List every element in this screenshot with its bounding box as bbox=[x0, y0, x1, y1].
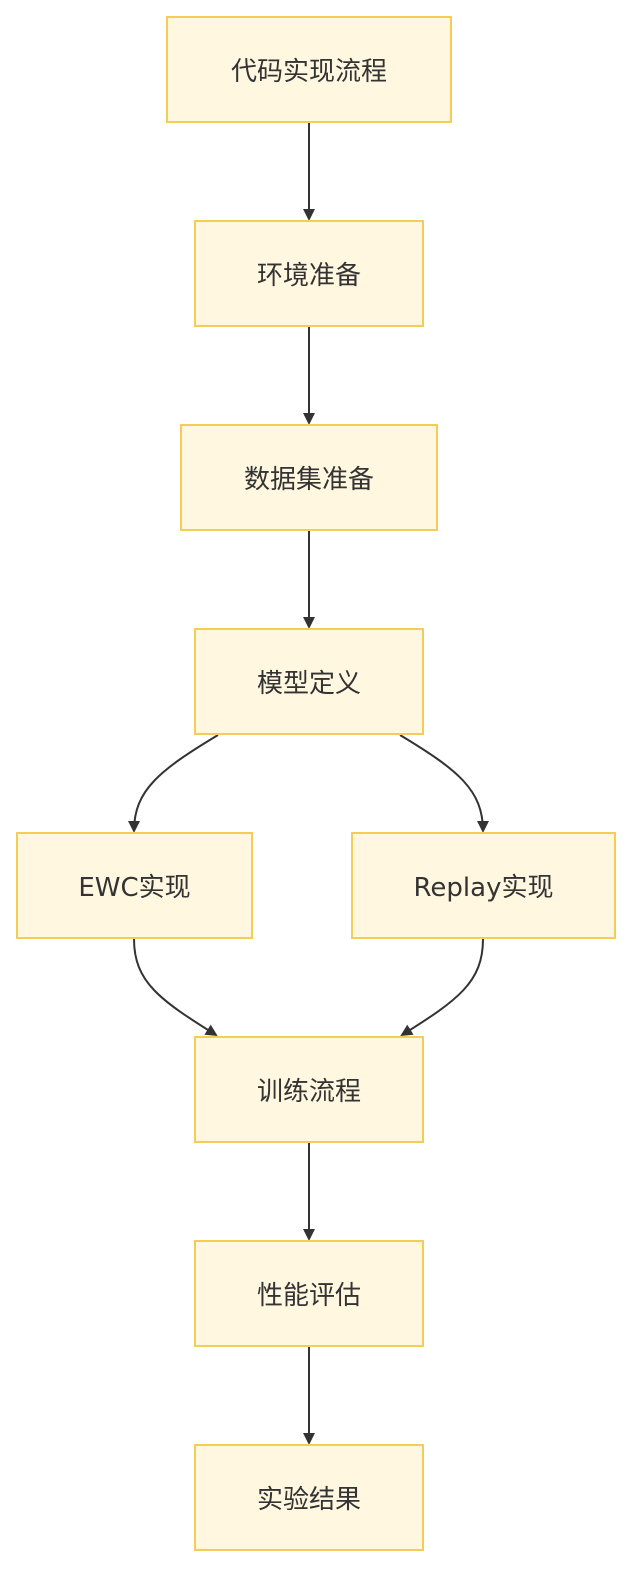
node-environment-setup: 环境准备 bbox=[194, 220, 424, 327]
node-label: 实验结果 bbox=[256, 1485, 361, 1515]
edge-model-ewc bbox=[128, 734, 219, 833]
node-label: EWC实现 bbox=[78, 873, 191, 903]
node-replay-implementation: Replay实现 bbox=[351, 832, 616, 939]
node-ewc-implementation: EWC实现 bbox=[16, 832, 253, 939]
node-label: 训练流程 bbox=[256, 1077, 361, 1107]
node-model-definition: 模型定义 bbox=[194, 628, 424, 735]
node-code-implementation-flow: 代码实现流程 bbox=[166, 16, 452, 123]
node-dataset-preparation: 数据集准备 bbox=[180, 424, 438, 531]
node-label: 数据集准备 bbox=[243, 465, 374, 495]
edge-model-replay bbox=[399, 734, 489, 833]
node-label: 性能评估 bbox=[256, 1281, 361, 1311]
edge-ewc-train bbox=[133, 938, 218, 1037]
node-label: 环境准备 bbox=[256, 261, 361, 291]
node-training-flow: 训练流程 bbox=[194, 1036, 424, 1143]
node-label: Replay实现 bbox=[413, 873, 554, 903]
node-label: 模型定义 bbox=[256, 669, 361, 699]
node-label: 代码实现流程 bbox=[230, 57, 387, 87]
node-performance-evaluation: 性能评估 bbox=[194, 1240, 424, 1347]
node-experiment-results: 实验结果 bbox=[194, 1444, 424, 1551]
edge-replay-train bbox=[400, 938, 484, 1037]
